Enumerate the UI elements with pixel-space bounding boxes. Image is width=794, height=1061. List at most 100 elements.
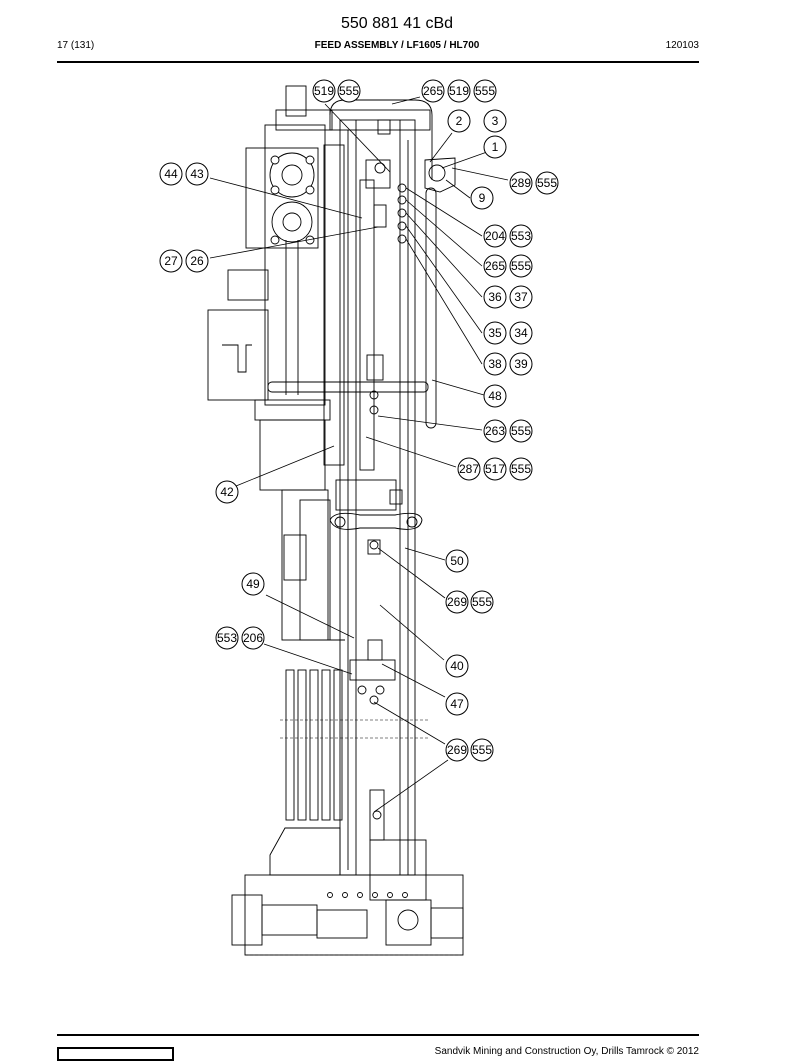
sandvik-logo [57, 1047, 174, 1061]
callout-289: 289 [509, 171, 533, 195]
callout-37: 37 [509, 285, 533, 309]
date-code: 120103 [665, 40, 699, 51]
hose-guides [267, 179, 437, 471]
callout-555-a: 555 [337, 79, 361, 103]
page-title: FEED ASSEMBLY / LF1605 / HL700 [314, 40, 480, 51]
svg-text:48: 48 [488, 389, 502, 403]
callout-27: 27 [159, 249, 183, 273]
svg-text:47: 47 [450, 697, 464, 711]
svg-text:204: 204 [485, 229, 505, 243]
svg-text:39: 39 [514, 357, 528, 371]
callout-26: 26 [185, 249, 209, 273]
feed-base [231, 827, 464, 956]
svg-text:553: 553 [217, 631, 237, 645]
svg-text:555: 555 [472, 743, 492, 757]
svg-text:263: 263 [485, 424, 505, 438]
callout-555-f: 555 [509, 457, 533, 481]
leader-lines [209, 96, 509, 813]
callout-553-b: 553 [215, 626, 239, 650]
fittings [397, 157, 456, 244]
svg-text:555: 555 [475, 84, 495, 98]
callout-44: 44 [159, 162, 183, 186]
svg-text:3: 3 [492, 114, 499, 128]
page-number: 17 (131) [57, 40, 95, 51]
callout-263: 263 [483, 419, 507, 443]
svg-text:555: 555 [537, 176, 557, 190]
svg-text:555: 555 [511, 259, 531, 273]
header-rule [57, 61, 699, 63]
svg-text:37: 37 [514, 290, 528, 304]
footer-copyright: Sandvik Mining and Construction Oy, Dril… [434, 1046, 699, 1057]
callout-38: 38 [483, 352, 507, 376]
callout-50: 50 [445, 549, 469, 573]
svg-text:289: 289 [511, 176, 531, 190]
svg-text:35: 35 [488, 326, 502, 340]
callout-517: 517 [483, 457, 507, 481]
svg-text:555: 555 [511, 424, 531, 438]
callout-40: 40 [445, 654, 469, 678]
callout-269-b: 269 [445, 738, 469, 762]
svg-text:555: 555 [472, 595, 492, 609]
svg-text:43: 43 [190, 167, 204, 181]
svg-text:44: 44 [164, 167, 178, 181]
callout-36: 36 [483, 285, 507, 309]
centralizer [329, 479, 423, 555]
svg-text:38: 38 [488, 357, 502, 371]
callout-39: 39 [509, 352, 533, 376]
callout-49: 49 [241, 572, 265, 596]
callout-555-d: 555 [509, 254, 533, 278]
callout-519-a: 519 [312, 79, 336, 103]
svg-text:519: 519 [314, 84, 334, 98]
callout-206: 206 [241, 626, 265, 650]
callout-287: 287 [457, 457, 481, 481]
callout-35: 35 [483, 321, 507, 345]
svg-text:553: 553 [511, 229, 531, 243]
svg-text:517: 517 [485, 462, 505, 476]
top-bracket [275, 85, 433, 189]
callout-265-a: 265 [421, 79, 445, 103]
svg-text:269: 269 [447, 743, 467, 757]
svg-text:26: 26 [190, 254, 204, 268]
svg-text:287: 287 [459, 462, 479, 476]
rock-drill [207, 124, 345, 491]
svg-text:519: 519 [449, 84, 469, 98]
callout-555-g: 555 [470, 590, 494, 614]
svg-text:42: 42 [220, 485, 234, 499]
callout-265-b: 265 [483, 254, 507, 278]
svg-text:40: 40 [450, 659, 464, 673]
callout-47: 47 [445, 692, 469, 716]
callout-519-b: 519 [447, 79, 471, 103]
svg-text:27: 27 [164, 254, 178, 268]
svg-text:265: 265 [485, 259, 505, 273]
hose-bundle [281, 489, 345, 821]
footer-rule [57, 1034, 699, 1036]
callout-42: 42 [215, 480, 239, 504]
callout-34: 34 [509, 321, 533, 345]
callout-555-b: 555 [473, 79, 497, 103]
svg-text:50: 50 [450, 554, 464, 568]
callout-269-a: 269 [445, 590, 469, 614]
callout-553-a: 553 [509, 224, 533, 248]
callout-bubbles: 519 555 265 519 555 2 3 1 289 555 9 44 4… [159, 79, 559, 762]
callout-555-c: 555 [535, 171, 559, 195]
svg-text:9: 9 [479, 191, 486, 205]
svg-text:555: 555 [339, 84, 359, 98]
callout-1: 1 [483, 135, 507, 159]
document-number: 550 881 41 cBd [340, 15, 454, 32]
callout-48: 48 [483, 384, 507, 408]
callout-43: 43 [185, 162, 209, 186]
callout-3: 3 [483, 109, 507, 133]
callout-9: 9 [470, 186, 494, 210]
svg-text:36: 36 [488, 290, 502, 304]
svg-text:269: 269 [447, 595, 467, 609]
svg-text:265: 265 [423, 84, 443, 98]
callout-555-h: 555 [470, 738, 494, 762]
svg-text:206: 206 [243, 631, 263, 645]
svg-text:1: 1 [492, 140, 499, 154]
callout-2: 2 [447, 109, 471, 133]
feed-beam [339, 119, 416, 876]
svg-text:555: 555 [511, 462, 531, 476]
callout-555-e: 555 [509, 419, 533, 443]
callout-204: 204 [483, 224, 507, 248]
